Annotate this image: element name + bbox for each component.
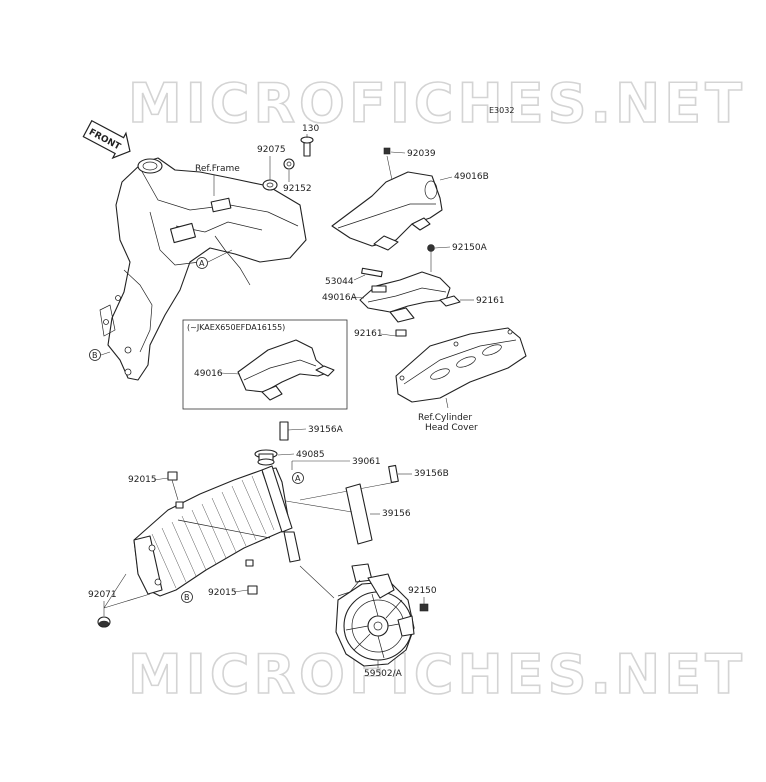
part-53044-pad <box>361 267 383 278</box>
ref-cylinder-label-1: Ref.Cylinder <box>418 413 472 423</box>
label-53044: 53044 <box>325 277 354 287</box>
watermark-bottom: MICROFICHES.NET <box>128 643 746 706</box>
part-39156B-hose <box>388 464 399 483</box>
cylinder-head-cover <box>395 327 527 403</box>
part-39156-hose <box>345 483 373 545</box>
callout-b-frame <box>89 349 101 361</box>
part-130-bolt <box>300 136 314 157</box>
label-92015-b: 92015 <box>208 588 237 598</box>
part-92015-grommet-top <box>167 471 178 481</box>
part-92075-nut <box>262 179 278 191</box>
label-92161-a: 92161 <box>476 296 505 306</box>
callout-b-radiator-text: B <box>184 593 190 602</box>
inset-note: (~JKAEX650EFDA16155) <box>187 323 285 332</box>
inset-box <box>182 319 348 410</box>
callout-a-frame <box>196 257 208 269</box>
label-49016A: 49016A <box>322 293 358 303</box>
callout-b-radiator <box>181 591 193 603</box>
part-92015-grommet-bottom <box>247 585 258 595</box>
label-39156: 39156 <box>382 509 411 519</box>
label-92152: 92152 <box>283 184 312 194</box>
diagram-code: E3032 <box>489 106 514 115</box>
part-92161-pad <box>395 329 407 337</box>
callout-a-radiator <box>292 472 304 484</box>
label-92150A: 92150A <box>452 243 488 253</box>
watermark-top: MICROFICHES.NET <box>128 72 746 135</box>
part-92152-washer <box>283 158 295 170</box>
inset-part-label: 49016 <box>194 369 223 379</box>
frame-drawing <box>99 157 307 381</box>
part-49016A-cover <box>359 271 461 323</box>
label-59502A: 59502/A <box>364 669 403 679</box>
cooling-fan <box>335 563 415 667</box>
part-92039-clip <box>383 147 391 155</box>
part-92150A-bolt <box>427 244 435 272</box>
label-92071: 92071 <box>88 590 117 600</box>
part-49085-cap <box>254 449 278 466</box>
label-49016B: 49016B <box>454 172 489 182</box>
part-92150-bolt <box>419 603 429 612</box>
label-92015-a: 92015 <box>128 475 157 485</box>
label-39156A: 39156A <box>308 425 344 435</box>
label-92075: 92075 <box>257 145 286 155</box>
callout-a-frame-text: A <box>199 259 205 268</box>
part-39156A-hose <box>279 421 289 441</box>
ref-cylinder-label-2: Head Cover <box>425 423 478 433</box>
part-92071-grommet <box>97 616 111 628</box>
label-92150: 92150 <box>408 586 437 596</box>
radiator <box>133 465 301 597</box>
part-49016B-cover <box>331 171 443 251</box>
callout-b-frame-text: B <box>92 351 98 360</box>
inset-49016-cover <box>237 339 335 401</box>
label-39061: 39061 <box>352 457 381 467</box>
label-130: 130 <box>302 124 319 134</box>
label-92039: 92039 <box>407 149 436 159</box>
ref-frame-label: Ref.Frame <box>195 164 240 174</box>
label-49085: 49085 <box>296 450 325 460</box>
label-39156B: 39156B <box>414 469 449 479</box>
label-92161-b: 92161 <box>354 329 383 339</box>
callout-a-radiator-text: A <box>295 474 301 483</box>
